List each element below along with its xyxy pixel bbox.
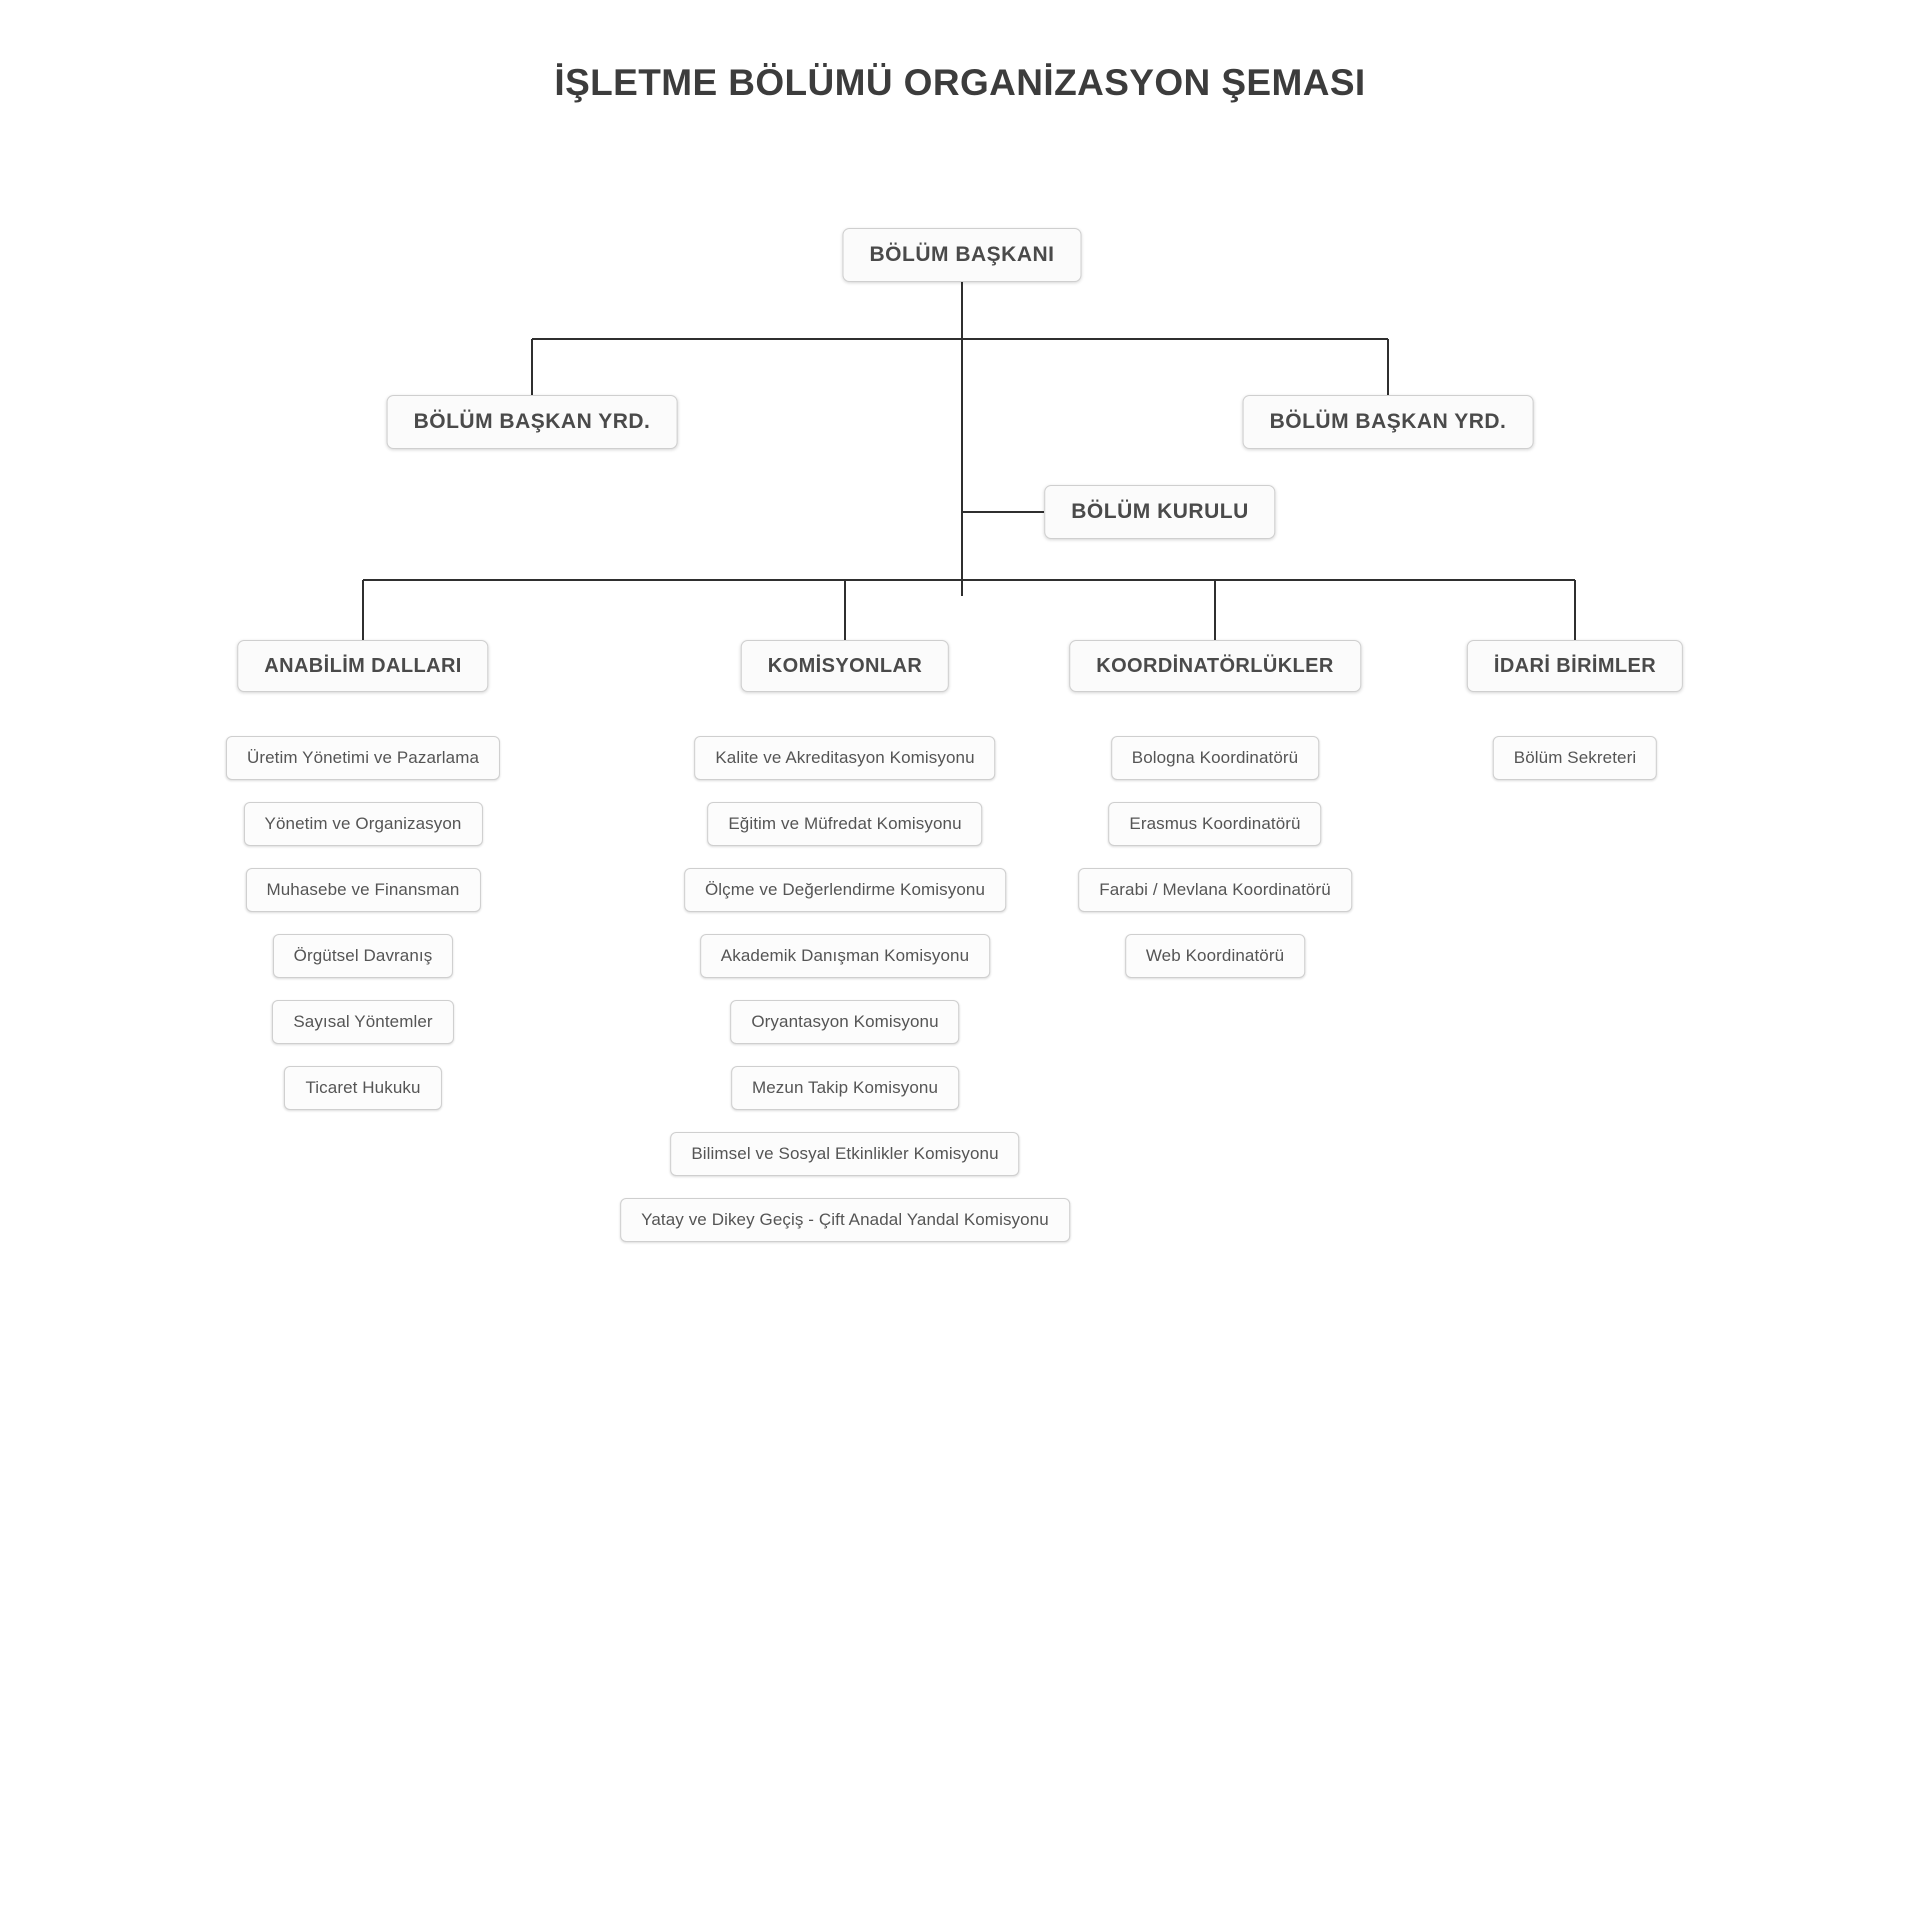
node-category-anabilim-dallari[interactable]: ANABİLİM DALLARI [237,640,489,692]
leaf-item[interactable]: Bilimsel ve Sosyal Etkinlikler Komisyonu [670,1132,1020,1176]
leaf-item[interactable]: Mezun Takip Komisyonu [730,1066,960,1110]
leaf-item[interactable]: Ölçme ve Değerlendirme Komisyonu [683,868,1007,912]
leaf-item[interactable]: Oryantasyon Komisyonu [730,1000,960,1044]
node-bolum-baskan-yrd-right[interactable]: BÖLÜM BAŞKAN YRD. [1242,395,1534,449]
leaf-item[interactable]: Yönetim ve Organizasyon [243,802,483,846]
leaf-item[interactable]: Web Koordinatörü [1124,934,1306,978]
leaf-item[interactable]: Muhasebe ve Finansman [245,868,481,912]
leaf-item[interactable]: Kalite ve Akreditasyon Komisyonu [694,736,996,780]
leaf-item[interactable]: Farabi / Mevlana Koordinatörü [1078,868,1352,912]
page-title: İŞLETME BÖLÜMÜ ORGANİZASYON ŞEMASI [554,62,1366,103]
column-idari-birimler: Bölüm Sekreteri [1492,736,1658,802]
node-bolum-baskan-yrd-left[interactable]: BÖLÜM BAŞKAN YRD. [386,395,678,449]
leaf-item[interactable]: Erasmus Koordinatörü [1108,802,1322,846]
leaf-item[interactable]: Ticaret Hukuku [284,1066,442,1110]
node-category-idari-birimler[interactable]: İDARİ BİRİMLER [1466,640,1684,692]
leaf-item[interactable]: Yatay ve Dikey Geçiş - Çift Anadal Yanda… [620,1198,1070,1242]
leaf-item[interactable]: Bologna Koordinatörü [1110,736,1320,780]
leaf-item[interactable]: Sayısal Yöntemler [272,1000,454,1044]
node-bolum-kurulu[interactable]: BÖLÜM KURULU [1044,485,1276,539]
node-category-komisyonlar[interactable]: KOMİSYONLAR [740,640,950,692]
leaf-item[interactable]: Örgütsel Davranış [272,934,454,978]
leaf-item[interactable]: Bölüm Sekreteri [1492,736,1658,780]
leaf-item[interactable]: Üretim Yönetimi ve Pazarlama [225,736,501,780]
leaf-item[interactable]: Akademik Danışman Komisyonu [699,934,991,978]
node-category-koordinatorlukler[interactable]: KOORDİNATÖRLÜKLER [1069,640,1361,692]
node-bolum-baskani[interactable]: BÖLÜM BAŞKANI [842,228,1082,282]
leaf-item[interactable]: Eğitim ve Müfredat Komisyonu [707,802,983,846]
